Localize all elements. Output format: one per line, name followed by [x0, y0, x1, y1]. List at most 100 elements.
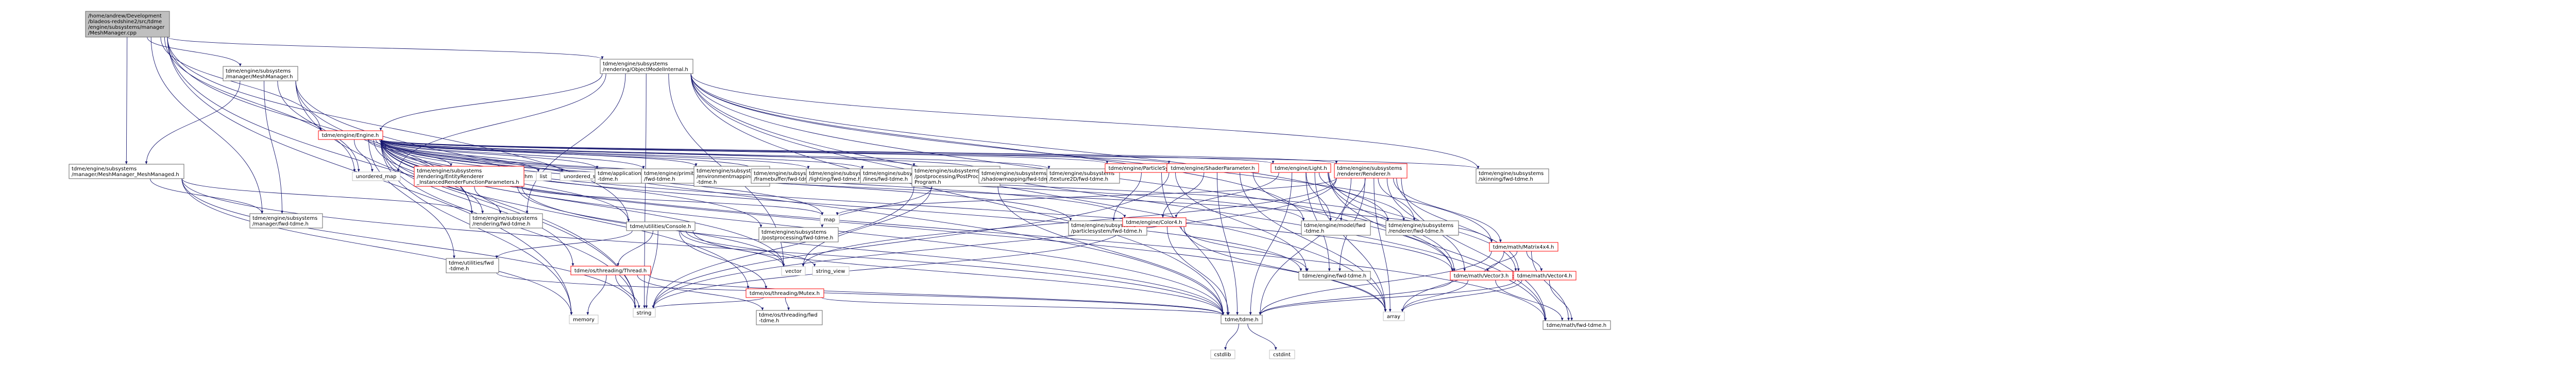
- include-edge: [1401, 178, 1547, 321]
- node-box: [633, 308, 656, 318]
- node-label: tdme/math/Vector4.h: [1517, 273, 1572, 279]
- node-mm-managed[interactable]: tdme/engine/subsystems/manager/MeshManag…: [69, 164, 184, 179]
- node-mutex-h[interactable]: tdme/os/threading/Mutex.h: [745, 288, 824, 298]
- node-label: tdme/os/threading/Mutex.h: [750, 291, 820, 297]
- node-unordered-map: unordered_map: [352, 171, 401, 181]
- node-label: tdme/engine/subsystems: [1071, 223, 1136, 229]
- node-engine-fwd[interactable]: tdme/engine/fwd-tdme.h: [1298, 271, 1371, 281]
- node-box: [1122, 217, 1187, 227]
- include-edge: [380, 139, 645, 169]
- node-box: [1210, 350, 1235, 359]
- node-rendering-fwd[interactable]: tdme/engine/subsystems/rendering/fwd-tdm…: [469, 213, 543, 229]
- node-label: unordered_map: [356, 174, 397, 180]
- node-model-fwd[interactable]: tdme/engine/model/fwd-tdme.h: [1301, 220, 1371, 236]
- node-erp-h[interactable]: tdme/engine/subsystems/rendering/EntityR…: [414, 166, 524, 187]
- include-edge: [380, 139, 1338, 164]
- node-label: tdme/engine/subsystems: [914, 168, 979, 174]
- node-renderer-h[interactable]: tdme/engine/subsystems/renderer/Renderer…: [1334, 163, 1408, 179]
- include-edge: [785, 297, 790, 311]
- node-label: tdme/engine/subsystems: [252, 216, 317, 221]
- node-mm-h[interactable]: tdme/engine/subsystems/manager/MeshManag…: [223, 66, 298, 81]
- node-shader-h[interactable]: tdme/engine/ShaderParameter.h: [1166, 163, 1259, 173]
- include-edge: [380, 139, 599, 169]
- node-threading-fwd[interactable]: tdme/os/threading/fwd-tdme.h: [756, 310, 823, 325]
- node-label: unordered_set: [564, 174, 601, 180]
- node-layer: /home/andrew/Development/bladeos-redshin…: [69, 11, 1611, 359]
- node-label: array: [1387, 314, 1400, 320]
- include-edge: [521, 186, 1225, 316]
- node-label: tdme/engine/subsystems: [863, 171, 928, 177]
- include-edge: [380, 139, 1454, 272]
- node-box: [1543, 320, 1611, 330]
- node-list: list: [536, 171, 552, 181]
- include-edge: [690, 73, 1225, 316]
- node-math-fwd[interactable]: tdme/math/fwd-tdme.h: [1543, 320, 1611, 330]
- node-box: [1385, 220, 1459, 236]
- node-label: -tdme.h: [449, 266, 469, 272]
- include-edge: [264, 80, 284, 214]
- node-pp-fwd[interactable]: tdme/engine/subsystems/postprocessing/fw…: [758, 227, 839, 242]
- node-timing-h[interactable]: tdme/utilities/Console.h: [626, 221, 696, 231]
- node-om-h[interactable]: tdme/engine/subsystems/rendering/ObjectM…: [600, 59, 693, 74]
- include-edge: [167, 37, 630, 222]
- include-edge: [380, 139, 810, 169]
- include-edge: [1318, 172, 1405, 221]
- node-vector4[interactable]: tdme/math/Vector4.h: [1513, 271, 1577, 281]
- node-matrix4x4[interactable]: tdme/math/Matrix4x4.h: [1489, 242, 1558, 252]
- node-root[interactable]: /home/andrew/Development/bladeos-redshin…: [85, 11, 170, 38]
- include-edge: [181, 178, 473, 214]
- include-edge: [380, 139, 1050, 169]
- node-label: /shadowmapping/fwd-tdme.h: [981, 177, 1057, 182]
- node-renderer-fwd[interactable]: tdme/engine/subsystems/renderer/fwd-tdme…: [1385, 220, 1459, 236]
- node-box: [1489, 242, 1558, 252]
- node-box: [820, 215, 840, 224]
- node-particles-fwd[interactable]: tdme/engine/subsystems/particlesystem/fw…: [1068, 220, 1147, 236]
- node-skinning-fwd[interactable]: tdme/engine/subsystems/skinning/fwd-tdme…: [1476, 168, 1549, 184]
- node-box: [446, 258, 499, 273]
- include-edge: [836, 178, 1337, 216]
- node-box: [781, 266, 806, 276]
- include-edge: [821, 297, 1225, 316]
- node-engine-h[interactable]: tdme/engine/Engine.h: [318, 130, 383, 140]
- include-edge: [615, 274, 640, 309]
- node-tdme-h[interactable]: tdme/tdme.h: [1221, 315, 1263, 324]
- include-edge: [145, 80, 241, 165]
- node-label: tdme/engine/subsystems: [417, 168, 482, 174]
- node-label: tdme/engine/primitives: [644, 171, 704, 177]
- node-light-h[interactable]: tdme/engine/Light.h: [1270, 163, 1331, 173]
- include-edge: [1161, 172, 1205, 218]
- node-box: [600, 59, 693, 74]
- include-edge: [1216, 172, 1239, 316]
- include-edge: [380, 139, 785, 267]
- node-thread-h[interactable]: tdme/os/threading/Thread.h: [570, 266, 651, 275]
- node-label: /manager/MeshManager.h: [226, 74, 293, 80]
- node-label: -tdme.h: [759, 318, 779, 324]
- node-label: tdme/utilities/Console.h: [630, 224, 691, 230]
- node-label: map: [824, 217, 835, 223]
- node-color4-h[interactable]: tdme/engine/Color4.h: [1122, 217, 1187, 227]
- node-tex2d-fwd[interactable]: tdme/engine/subsystems/texture2D/fwd-tdm…: [1046, 168, 1120, 184]
- node-label: _InstancedRenderFunctionParameters.h: [416, 180, 519, 185]
- node-label: /skinning/fwd-tdme.h: [1479, 177, 1533, 182]
- node-vector3[interactable]: tdme/math/Vector3.h: [1450, 271, 1513, 281]
- node-label: -tdme.h: [1304, 229, 1324, 234]
- node-util-fwd[interactable]: tdme/utilities/fwd-tdme.h: [446, 258, 499, 273]
- include-edge: [617, 230, 653, 267]
- node-manager-fwd[interactable]: tdme/engine/subsystems/manager/fwd-tdme.…: [249, 213, 323, 229]
- node-label: cstdint: [1273, 352, 1291, 358]
- include-edge: [1401, 280, 1522, 312]
- node-label: tdme/engine/subsystems: [697, 168, 761, 174]
- node-box: [758, 227, 839, 242]
- include-edge: [802, 186, 932, 267]
- node-label: tdme/engine/Engine.h: [322, 133, 379, 138]
- node-box: [469, 213, 543, 229]
- node-box: [1270, 163, 1331, 173]
- node-box: [536, 171, 552, 181]
- node-label: /lighting/fwd-tdme.h: [809, 177, 861, 182]
- include-edge: [586, 274, 607, 316]
- include-edge: [125, 37, 128, 165]
- include-edge: [496, 272, 1225, 316]
- edge-layer: [125, 37, 1573, 351]
- node-label: tdme/engine/subsystems: [754, 171, 819, 177]
